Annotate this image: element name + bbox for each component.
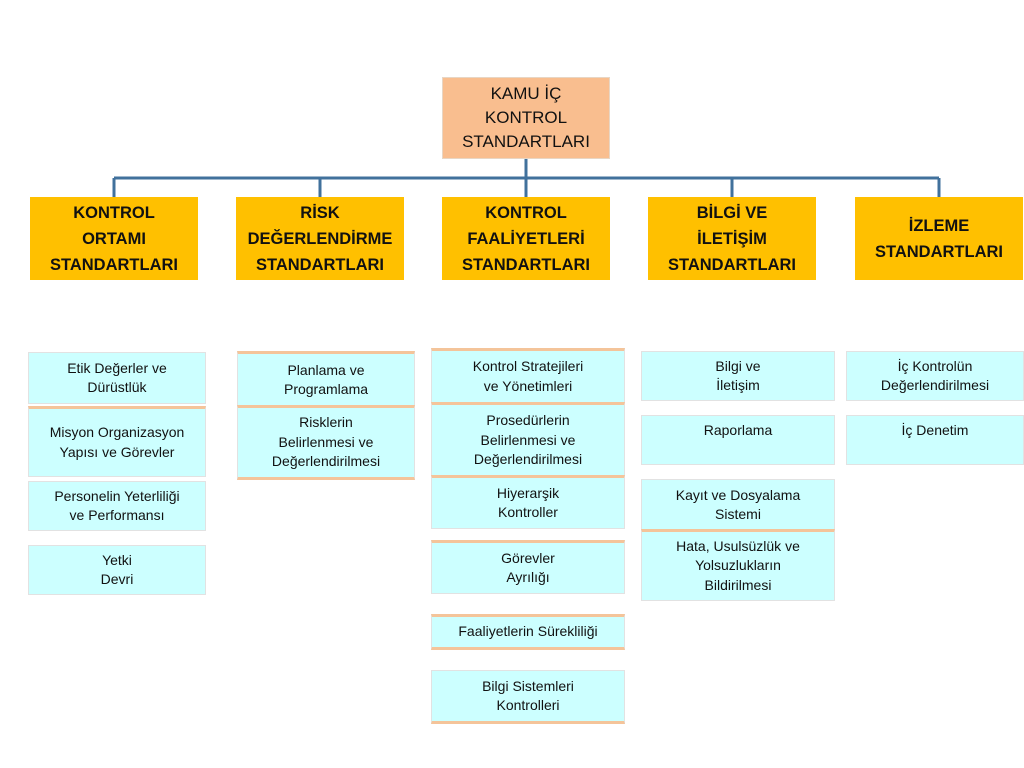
root-label: KAMU İÇ KONTROL STANDARTLARI <box>462 84 590 151</box>
item-gorevler-ayriligi: Görevler Ayrılığı <box>431 540 625 594</box>
item-bilgi-sistemleri-kontrolleri: Bilgi Sistemleri Kontrolleri <box>431 670 625 724</box>
item-ic-denetim: İç Denetim <box>846 415 1024 465</box>
item-kontrol-stratejileri: Kontrol Stratejileri ve Yönetimleri <box>431 348 625 403</box>
category-kontrol-faaliyetleri: KONTROL FAALİYETLERİ STANDARTLARI <box>442 197 610 280</box>
item-label: Faaliyetlerin Sürekliliği <box>458 623 598 640</box>
item-label: Misyon Organizasyon Yapısı ve Görevler <box>49 424 185 460</box>
item-label: Prosedürlerin Belirlenmesi ve Değerlendi… <box>473 412 583 468</box>
item-etik-degerler: Etik Değerler ve Dürüstlük <box>28 352 206 404</box>
category-risk-degerlendirme: RİSK DEĞERLENDİRME STANDARTLARI <box>236 197 404 280</box>
root-node: KAMU İÇ KONTROL STANDARTLARI <box>442 77 610 159</box>
item-planlama-programlama: Planlama ve Programlama <box>237 351 415 407</box>
item-prosedurlerin-belirlenmesi: Prosedürlerin Belirlenmesi ve Değerlendi… <box>431 402 625 477</box>
item-personelin-yeterliligi: Personelin Yeterliliği ve Performansı <box>28 481 206 531</box>
category-label: BİLGİ VE İLETİŞİM STANDARTLARI <box>667 203 796 274</box>
item-label: Personelin Yeterliliği ve Performansı <box>54 487 180 524</box>
item-yetki-devri: Yetki Devri <box>28 545 206 595</box>
item-kayit-dosyalama: Kayıt ve Dosyalama Sistemi <box>641 479 835 531</box>
item-label: Bilgi Sistemleri Kontrolleri <box>482 677 574 714</box>
category-izleme: İZLEME STANDARTLARI <box>855 197 1023 280</box>
category-label: İZLEME STANDARTLARI <box>874 216 1003 261</box>
item-label: Görevler Ayrılığı <box>501 549 555 586</box>
item-label: Etik Değerler ve Dürüstlük <box>67 359 167 396</box>
item-label: Raporlama <box>703 422 773 438</box>
item-raporlama: Raporlama <box>641 415 835 465</box>
category-label: KONTROL ORTAMI STANDARTLARI <box>49 203 178 274</box>
item-label: Risklerin Belirlenmesi ve Değerlendirilm… <box>271 414 381 470</box>
item-bilgi-iletisim: Bilgi ve İletişim <box>641 351 835 401</box>
category-bilgi-iletisim: BİLGİ VE İLETİŞİM STANDARTLARI <box>648 197 816 280</box>
item-label: Kayıt ve Dosyalama Sistemi <box>675 486 801 523</box>
item-label: Kontrol Stratejileri ve Yönetimleri <box>472 358 584 394</box>
category-label: KONTROL FAALİYETLERİ STANDARTLARI <box>461 203 590 274</box>
item-label: İç Denetim <box>901 422 969 438</box>
item-faaliyetlerin-surekliligi: Faaliyetlerin Sürekliliği <box>431 614 625 650</box>
item-label: İç Kontrolün Değerlendirilmesi <box>880 357 990 394</box>
item-risklerin-belirlenmesi: Risklerin Belirlenmesi ve Değerlendirilm… <box>237 405 415 480</box>
item-hiyerarsik-kontroller: Hiyerarşik Kontroller <box>431 475 625 529</box>
category-kontrol-ortami: KONTROL ORTAMI STANDARTLARI <box>30 197 198 280</box>
item-label: Planlama ve Programlama <box>283 361 369 398</box>
item-label: Bilgi ve İletişim <box>715 357 761 394</box>
item-ic-kontrolun-degerlendirilmesi: İç Kontrolün Değerlendirilmesi <box>846 351 1024 401</box>
item-label: Yetki Devri <box>100 551 134 588</box>
item-label: Hiyerarşik Kontroller <box>496 484 560 521</box>
item-label: Hata, Usulsüzlük ve Yolsuzlukların Bildi… <box>676 537 800 593</box>
item-misyon-organizasyon: Misyon Organizasyon Yapısı ve Görevler <box>28 406 206 477</box>
item-hata-usulsuzluk: Hata, Usulsüzlük ve Yolsuzlukların Bildi… <box>641 529 835 601</box>
category-label: RİSK DEĞERLENDİRME STANDARTLARI <box>247 203 393 274</box>
